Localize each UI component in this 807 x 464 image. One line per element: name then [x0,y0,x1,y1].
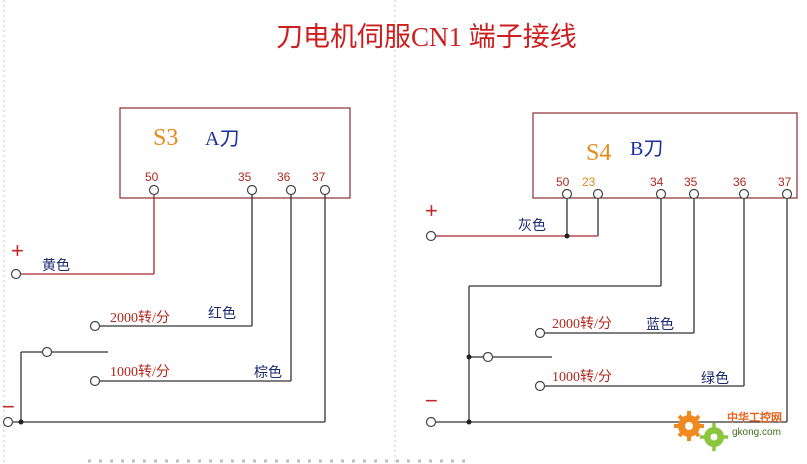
s4-pin-label-34: 34 [650,175,664,189]
s4-pin23-terminal [592,188,604,200]
s4-connector-box [532,112,798,199]
s3-1000-terminal [89,375,101,387]
s4-speed-1000-label: 1000转/分 [552,370,612,385]
s3-minus-terminal [2,416,14,428]
s3-switch-terminal [41,346,53,358]
s3-pin36-terminal [285,184,297,196]
page-title: 刀电机伺服CN1 端子接线 [276,22,577,52]
s4-label: S4 [586,140,612,166]
s3-speed-2000-label: 2000转/分 [110,311,170,326]
s3-speed-1000-label: 1000转/分 [110,365,170,380]
s3-pin-label-50: 50 [145,170,159,184]
s4-1000-terminal [534,380,546,392]
s4-pin-label-50: 50 [556,175,570,189]
s4-pin35-terminal [688,188,700,200]
s4-speed-2000-label: 2000转/分 [552,317,612,332]
watermark-url: gkong.com [732,427,781,438]
s4-switch-terminal [482,351,494,363]
watermark-gear-icon [674,411,728,451]
s3-pin35-terminal [246,184,258,196]
s4-pin-label-36: 36 [733,175,747,189]
s4-pin36-terminal [738,188,750,200]
s4-pin-label-37: 37 [778,175,792,189]
s4-minus-terminal [425,416,437,428]
s3-wire-yellow-label: 黄色 [42,257,70,273]
s3-plus-sign: + [11,238,24,263]
s3-pin-label-37: 37 [312,170,326,184]
s3-connector-box [119,107,351,199]
s4-gray-junction [564,233,570,239]
s4-common-junction [466,419,472,425]
s4-pin-label-35: 35 [684,175,698,189]
s4-pin50-terminal [561,188,573,200]
s4-wire-gray-label: 灰色 [518,217,546,233]
s4-plus-sign: + [425,198,438,223]
s4-minus-sign: − [425,388,438,413]
s4-2000-terminal [534,327,546,339]
s4-blade-label: B刀 [630,138,664,160]
s4-pin37-terminal [781,188,793,200]
s4-wire-green-label: 绿色 [701,370,729,386]
s3-wire-red-label: 红色 [208,305,236,321]
s3-2000-terminal [89,320,101,332]
s3-blade-label: A刀 [205,128,240,150]
s3-wire-brown-label: 棕色 [254,364,282,380]
s3-pin50-terminal [148,184,160,196]
s3-pin-label-35: 35 [238,170,252,184]
s4-wire-blue-label: 蓝色 [646,316,674,332]
s4-pin34-terminal [655,188,667,200]
s3-junction-dot [18,419,24,425]
s3-label: S3 [153,125,179,151]
s4-switch-junction [466,354,472,360]
s4-pin-label-23: 23 [582,175,596,189]
watermark-brand: 中华工控网 [727,412,782,424]
s3-minus-sign: − [2,394,15,419]
s4-plus-terminal [425,230,437,242]
s3-pin37-terminal [319,184,331,196]
s3-plus-terminal [10,268,22,280]
s3-pin-label-36: 36 [277,170,291,184]
